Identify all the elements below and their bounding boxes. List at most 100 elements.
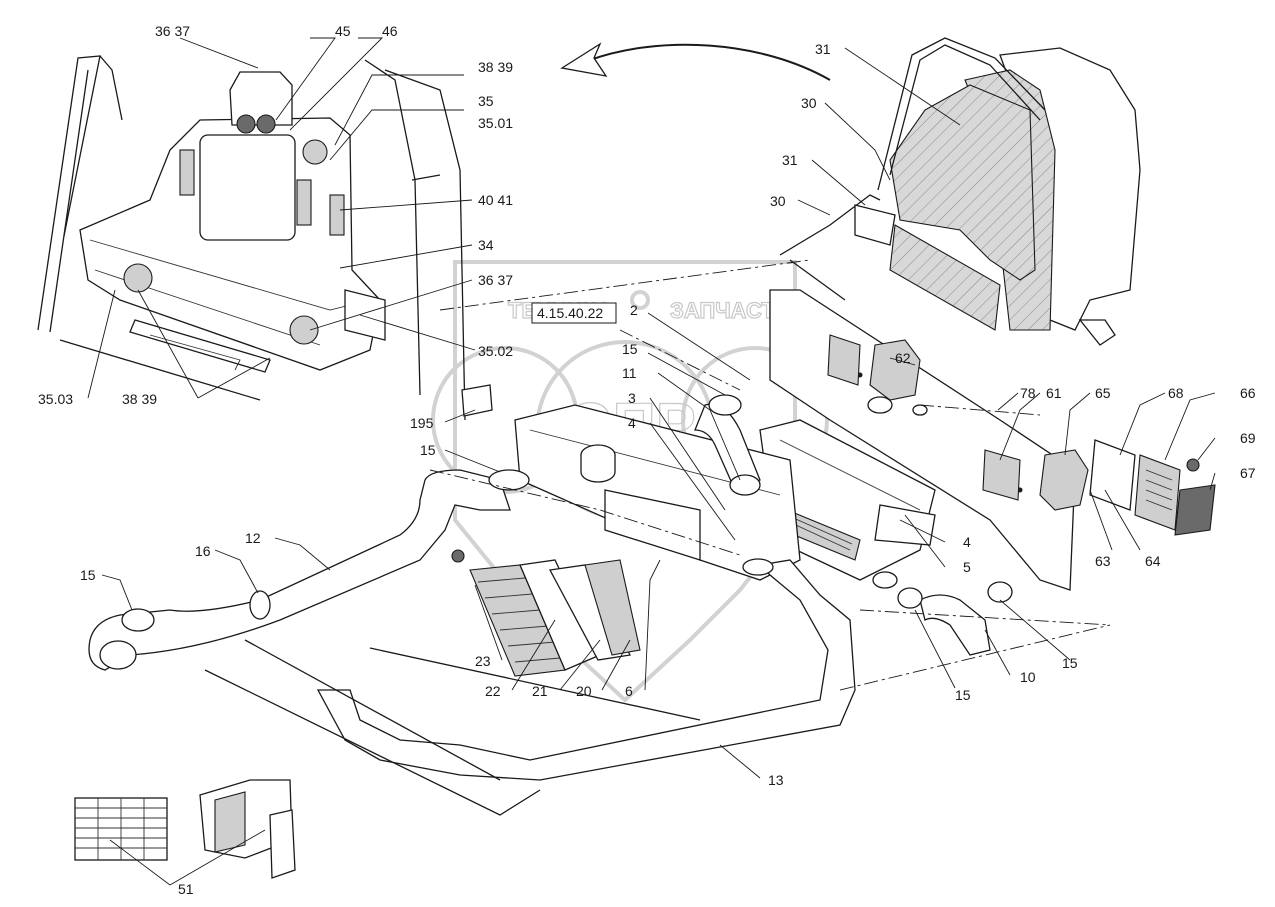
callout-35-02: 35.02 [478,343,513,359]
callout-35-03: 35.03 [38,391,73,407]
gasket-68 [1089,439,1136,511]
callout-46: 46 [382,23,398,39]
right-side-vent-parts [867,339,1216,536]
callout-15-upper: 15 [622,341,638,357]
filter-67 [1174,484,1216,536]
callout-78: 78 [1020,385,1036,401]
deflector-6 [604,489,701,561]
duct-box-collar-body [580,455,616,483]
knob-45-left [236,114,256,134]
filter-20 [584,559,641,656]
air-hose-12 [88,469,511,671]
callout-35-01: 35.01 [478,115,513,131]
callout-16: 16 [195,543,211,559]
trim-clip [854,204,896,246]
round-nozzle-left [123,263,153,293]
callout-10: 10 [1020,669,1036,685]
callout-64: 64 [1145,553,1161,569]
floor-outline-inner [244,639,501,781]
callout-38-39-bottom: 38 39 [122,391,157,407]
side-vent-40-41 [329,194,345,236]
fuse-box-front [214,791,246,853]
seat-back-panels [779,37,1141,346]
cap-195 [461,384,493,417]
callout-40-41: 40 41 [478,192,513,208]
callout-51: 51 [178,881,194,897]
clamp-16 [249,590,271,620]
callout-45: 45 [335,23,351,39]
callout-11: 11 [622,365,637,381]
fuse-box-51 [74,779,296,879]
callout-20: 20 [576,683,592,699]
callout-15-left: 15 [420,442,436,458]
callout-62: 62 [895,350,911,366]
callout-65: 65 [1095,385,1111,401]
callout-5: 5 [963,559,971,575]
console-display-panel [199,134,296,241]
grille-66 [1134,454,1181,531]
nozzle-62-mouth [867,396,893,414]
rotation-arrow [589,43,831,81]
callout-15-far-left: 15 [80,567,96,583]
callout-15-lower-right: 15 [1062,655,1078,671]
callout-labels: 36 37 45 46 38 39 35 35.01 40 41 34 36 3… [38,23,1256,897]
assembly-centerlines [429,259,1111,691]
nut-69 [1186,458,1200,472]
callout-31-top: 31 [815,41,831,57]
clamp-15-left [488,469,530,491]
seal-pad-lower [982,449,1021,501]
callout-3: 3 [628,390,636,406]
callout-61: 61 [1046,385,1062,401]
lower-insulation-pad [889,224,1001,331]
console-corner-block [344,289,386,341]
callout-66: 66 [1240,385,1256,401]
lower-grilles [451,549,641,677]
callout-23: 23 [475,653,491,669]
lower-edge-trim [779,194,881,256]
callout-63: 63 [1095,553,1111,569]
heater-outlet-collar [872,571,898,589]
callout-12: 12 [245,530,261,546]
nut-78 [912,404,928,416]
left-side-vent [179,149,195,196]
callout-6: 6 [625,683,633,699]
callout-21: 21 [532,683,548,699]
air-nozzle-65 [1039,449,1089,511]
air-duct-box [514,404,801,581]
callout-35: 35 [478,93,494,109]
fuse-box-cover [269,809,296,879]
callout-69: 69 [1240,430,1256,446]
callout-30-top: 30 [801,95,817,111]
callout-leaders [87,37,1216,886]
clamp-15-lower-right [987,581,1013,603]
clamp-15-upper [708,394,742,416]
drawing-code: 4.15.40.22 [537,305,603,321]
clamp-15-lower-left [897,587,923,609]
hose-13-collar [742,558,774,576]
hose-12-end [99,640,137,670]
rotation-arrow-head [560,42,608,77]
duct-box-body [514,404,801,581]
callout-34: 34 [478,237,494,253]
frame-line [369,647,701,721]
round-nozzle-right [289,315,319,345]
callout-36-37-mid: 36 37 [478,272,513,288]
mounting-plate [769,289,1076,591]
console-top-cover [229,71,293,126]
callout-38-39-top: 38 39 [478,59,513,75]
hose-11-end [729,474,761,496]
cab-rear-panel-assembly [37,55,466,421]
callout-195: 195 [410,415,434,431]
hoses-and-clamps [88,384,1013,781]
callout-68: 68 [1168,385,1184,401]
callout-67: 67 [1240,465,1256,481]
callout-4-lower: 4 [963,534,971,550]
callout-31-mid: 31 [782,152,798,168]
air-nozzle-62 [869,339,921,401]
knob-45-right [256,114,276,134]
nut-grille-23 [451,549,465,563]
small-clip-part [1078,319,1116,346]
nozzle-35-01 [302,139,328,165]
callout-30-mid: 30 [770,193,786,209]
